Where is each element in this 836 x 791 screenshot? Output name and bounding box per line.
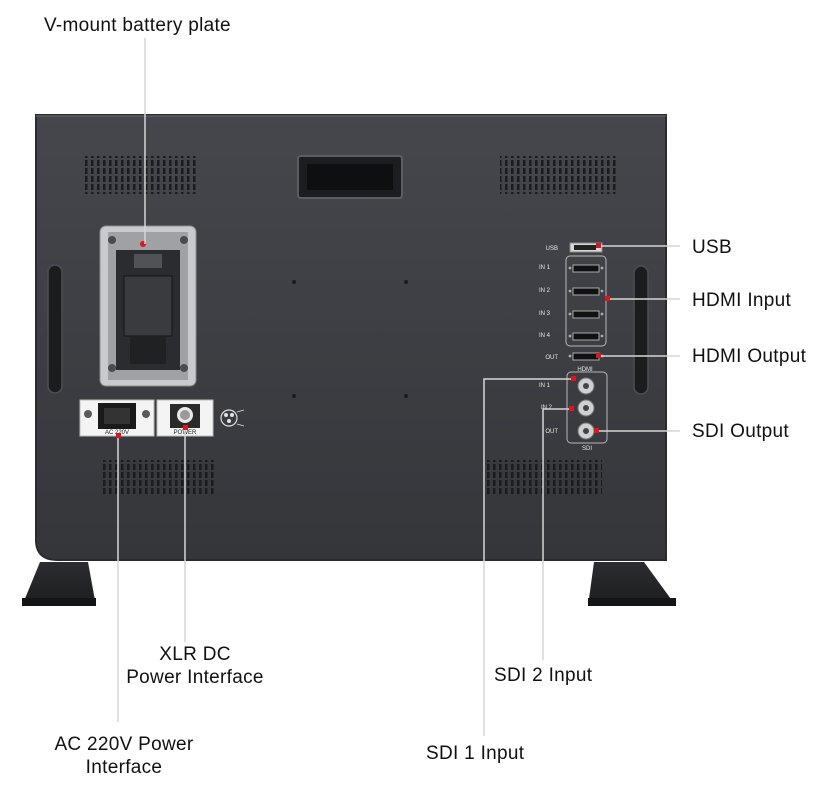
- label-hdmi-input: HDMI Input: [692, 290, 792, 311]
- vesa-mount-holes: [292, 280, 408, 398]
- label-sdi1-input: SDI 1 Input: [426, 743, 525, 764]
- label-xlr-line2: Power Interface: [126, 667, 264, 688]
- monitor-chassis: [35, 114, 667, 561]
- hdmi-input-ports: [568, 264, 604, 341]
- label-xlr-dc: XLR DC Power Interface: [110, 643, 280, 689]
- hdmi-in1-panel-label: IN 1: [539, 265, 551, 271]
- io-panel-labels: USB IN 1 IN 2 IN 3 IN 4 OUT HDMI IN 1 IN…: [539, 246, 593, 452]
- top-handle: [297, 155, 403, 199]
- hdmi-panel-label: HDMI: [577, 367, 593, 373]
- xlr-power-connector: POWER: [156, 399, 214, 437]
- vent-bottom-right: [486, 460, 602, 496]
- vent-top-right: [500, 156, 616, 194]
- label-sdi-output: SDI Output: [692, 421, 789, 442]
- label-ac-line2: Interface: [85, 757, 163, 778]
- left-side-handle: [47, 264, 63, 394]
- callout-markers: [116, 243, 610, 438]
- hdmi-in3-panel-label: IN 3: [539, 311, 551, 317]
- hdmi-in2-panel-label: IN 2: [539, 288, 551, 294]
- xlr-pinout-diagram: [220, 409, 245, 427]
- hdmi-out-panel-label: OUT: [545, 355, 558, 361]
- sdi-in1-panel-label: IN 1: [539, 383, 551, 389]
- leader-sdi2: [542, 408, 572, 660]
- hdmi-in4-panel-label: IN 4: [539, 333, 551, 339]
- usb-panel-label: USB: [546, 246, 558, 252]
- leader-sdi1: [483, 378, 574, 736]
- sdi-panel-label: SDI: [582, 446, 592, 452]
- label-battery-plate: V-mount battery plate: [44, 15, 231, 36]
- sdi-bnc-ports: [577, 377, 595, 440]
- usb-port: [569, 242, 603, 253]
- right-side-handle: [633, 265, 649, 395]
- label-hdmi-output: HDMI Output: [692, 346, 807, 367]
- label-sdi2-input: SDI 2 Input: [494, 665, 593, 686]
- left-foot: [22, 562, 96, 606]
- label-ac-line1: AC 220V Power: [54, 734, 194, 755]
- vent-bottom-left: [100, 460, 216, 496]
- sdi-group-frame: [566, 371, 608, 444]
- label-usb: USB: [692, 237, 732, 258]
- v-mount-battery-plate: [99, 225, 197, 387]
- sdi-in2-panel-label: IN 2: [541, 405, 553, 411]
- leader-lines: [117, 38, 680, 736]
- label-xlr-line1: XLR DC: [159, 644, 231, 665]
- ac-power-inlet: AC 220V: [79, 399, 155, 437]
- label-ac-power: AC 220V Power Interface: [36, 733, 212, 779]
- sdi-out-panel-label: OUT: [545, 429, 558, 435]
- right-foot: [588, 562, 676, 606]
- vent-top-left: [84, 156, 198, 194]
